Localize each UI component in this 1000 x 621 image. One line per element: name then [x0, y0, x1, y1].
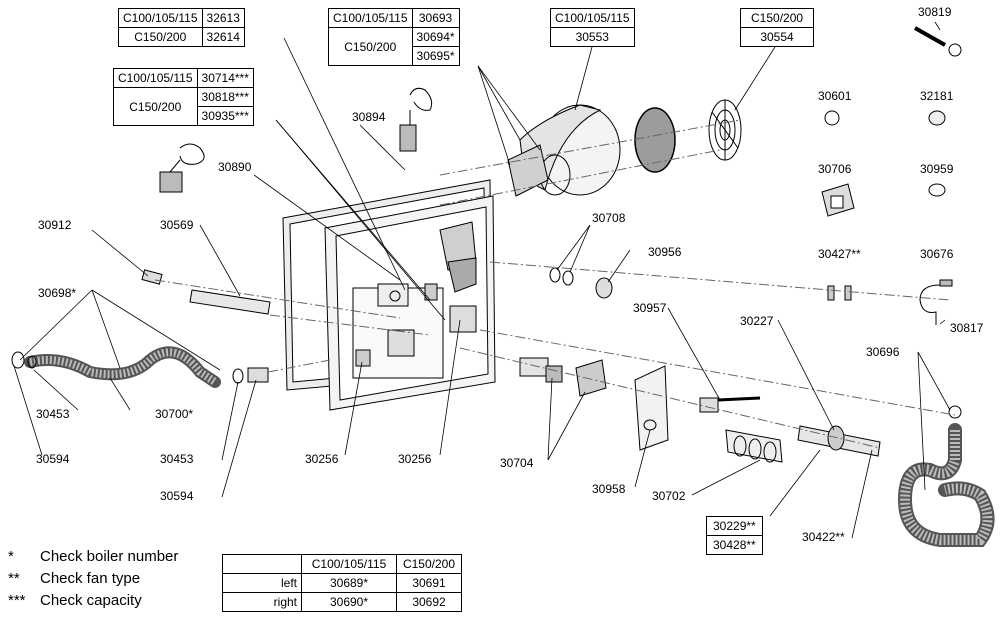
part-label: 30706: [818, 162, 852, 176]
legend-row: * Check boiler number: [8, 548, 179, 565]
part-label: 30700*: [155, 407, 193, 421]
part-label: 30676: [920, 247, 954, 261]
legend-row: *** Check capacity: [8, 592, 142, 609]
part-label: 30956: [648, 245, 682, 259]
footnote-legend: * Check boiler number ** Check fan type …: [8, 546, 178, 612]
burner-30702: [725, 429, 783, 463]
part-label: 30594: [160, 489, 194, 503]
fan-mesh: [634, 107, 676, 173]
electrode-30957: [699, 397, 719, 413]
side-variant-table: C100/105/115 C150/200 left 30689* 30691 …: [222, 554, 462, 612]
part-label: 30696: [866, 345, 900, 359]
fan-guard: [708, 99, 742, 161]
part-label: 30256: [398, 452, 432, 466]
part-label: 30594: [36, 452, 70, 466]
legend-row: ** Check fan type: [8, 570, 141, 587]
variant-table-30554: C150/200 30554: [739, 8, 815, 47]
ring-30708-a: [549, 267, 561, 283]
part-label: 30427**: [818, 247, 861, 261]
part-label: 30957: [633, 301, 667, 315]
part-label: 32181: [920, 89, 954, 103]
part-label: 30894: [352, 110, 386, 124]
connector-b: [844, 285, 852, 301]
part-label: 30959: [920, 162, 954, 176]
spring: [914, 26, 946, 47]
sleeve: [141, 269, 163, 285]
part-label: 30890: [218, 160, 252, 174]
part-label: 30817: [950, 321, 984, 335]
part-label: 30256: [305, 452, 339, 466]
flexible-hose-right: [897, 423, 995, 547]
part-label: 30819: [918, 5, 952, 19]
part-label: 30422**: [802, 530, 845, 544]
part-label: 30601: [818, 89, 852, 103]
part-label: 30453: [160, 452, 194, 466]
part-label: 30698*: [38, 286, 76, 300]
sensor-cable-left: [159, 143, 205, 193]
gas-valve-assembly: [355, 283, 477, 367]
flange-30956: [595, 277, 613, 299]
sensor-cable-top: [399, 87, 433, 152]
variant-table-30229: 30229** 30428**: [706, 516, 763, 555]
fan-housing: [507, 104, 621, 197]
clip-30959: [928, 183, 946, 197]
ignition-rod: [189, 289, 271, 315]
part-label: 30569: [160, 218, 194, 232]
part-label: 30708: [592, 211, 626, 225]
part-label: 30958: [592, 482, 626, 496]
part-label: 30453: [36, 407, 70, 421]
connector-a: [827, 285, 835, 301]
ring-32181: [928, 110, 946, 126]
flexible-hose-left: [24, 346, 221, 388]
variant-table-30553: C100/105/115 30553: [550, 8, 635, 47]
part-label: 30702: [652, 489, 686, 503]
part-label: 30227: [740, 314, 774, 328]
part-label: 30912: [38, 218, 72, 232]
part-label: 30704: [500, 456, 534, 470]
ring-30601: [824, 110, 840, 126]
sensor-30676: [919, 284, 941, 325]
burner-tube: [519, 357, 549, 377]
bracket-30958: [634, 365, 669, 451]
ring-30708-b: [562, 270, 574, 286]
